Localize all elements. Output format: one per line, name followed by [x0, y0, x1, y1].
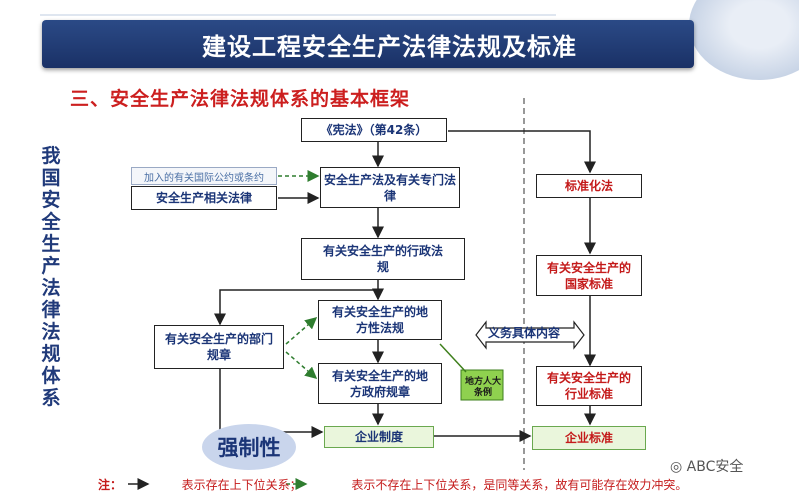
- wechat-icon: ◎: [670, 459, 687, 475]
- local-congress-callout: 地方人大条例: [464, 377, 501, 398]
- mandatory-label: 强制性: [202, 424, 296, 470]
- local-gov-rules-box: 有关安全生产的地方政府规章: [318, 363, 442, 404]
- dept-rules-box: 有关安全生产的部门规章: [154, 325, 284, 369]
- national-standards-box: 有关安全生产的国家标准: [536, 255, 642, 296]
- page-title: 建设工程安全生产法律法规及标准: [202, 32, 577, 61]
- related-laws-box: 安全生产相关法律: [131, 186, 277, 210]
- constitution-box: 《宪法》（第42条）: [301, 118, 447, 142]
- intl-conventions-label: 加入的有关国际公约或条约: [131, 167, 277, 185]
- enterprise-standards-box: 企业标准: [532, 426, 646, 450]
- watermark-text: ABC安全: [686, 459, 744, 475]
- industry-standards-box: 有关安全生产的行业标准: [536, 366, 642, 406]
- side-title: 我国安全生产法律法规体系: [41, 145, 61, 409]
- admin-regs-box: 有关安全生产的行政法规: [301, 238, 465, 280]
- header-bar: 建设工程安全生产法律法规及标准: [42, 20, 694, 68]
- legend-note: 注： 表示存在上下位关系； 表示不存在上下位关系，是同等关系，故有可能存在效力冲…: [98, 476, 687, 493]
- duty-content-label: 义务具体内容: [488, 326, 561, 340]
- note-dashed-text: 表示不存在上下位关系，是同等关系，故有可能存在效力冲突。: [351, 478, 688, 492]
- safety-law-box: 安全生产法及有关专门法律: [320, 167, 460, 208]
- watermark: ◎ ABC安全: [670, 456, 743, 476]
- header-top-line: [40, 14, 556, 16]
- section-subtitle: 三、安全生产法律法规体系的基本框架: [70, 88, 411, 110]
- enterprise-system-box: 企业制度: [324, 426, 434, 448]
- standardization-law-box: 标准化法: [536, 174, 642, 198]
- note-prefix: 注：: [98, 478, 123, 492]
- local-regs-box: 有关安全生产的地方性法规: [318, 300, 442, 340]
- note-solid-text: 表示存在上下位关系；: [181, 478, 302, 492]
